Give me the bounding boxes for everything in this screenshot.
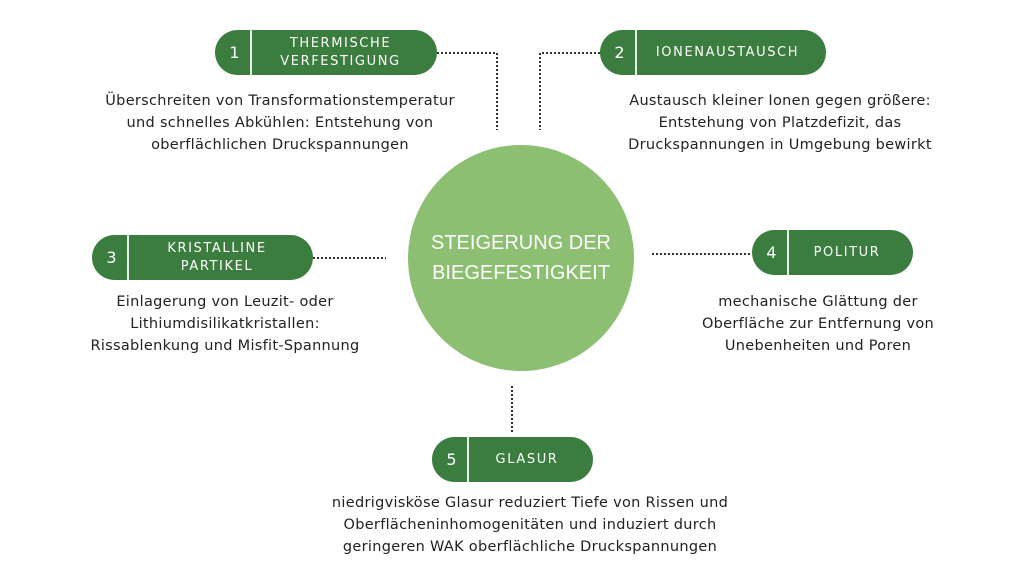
item-label-group: POLITUR	[789, 244, 913, 262]
item-number: 5	[432, 437, 469, 482]
center-title: STEIGERUNG DER BIEGEFESTIGKEIT	[431, 228, 611, 288]
item-number: 2	[600, 30, 637, 75]
desc-line: niedrigvisköse Glasur reduziert Tiefe vo…	[331, 495, 729, 511]
item-label: PARTIKEL	[180, 258, 254, 274]
desc-line: mechanische Glättung der	[718, 294, 918, 310]
item-description-5: niedrigvisköse Glasur reduziert Tiefe vo…	[332, 492, 728, 558]
item-number: 3	[92, 235, 129, 280]
item-label: VERFESTIGUNG	[280, 53, 401, 69]
item-number: 4	[752, 230, 789, 275]
desc-line: Lithiumdisilikatkristallen:	[130, 316, 320, 332]
pill-politur: 4 POLITUR	[752, 230, 913, 275]
desc-line: Entstehung von Platzdefizit, das	[658, 115, 902, 131]
item-label-group: KRISTALLINE PARTIKEL	[129, 240, 313, 276]
center-title-line1: STEIGERUNG DER	[430, 232, 612, 254]
desc-line: Oberfläche zur Entfernung von	[701, 316, 935, 332]
pill-kristalline-partikel: 3 KRISTALLINE PARTIKEL	[92, 235, 313, 280]
desc-line: Austausch kleiner Ionen gegen größere:	[629, 93, 931, 109]
item-label: KRISTALLINE	[167, 240, 267, 256]
desc-line: Überschreiten von Transformationstempera…	[105, 93, 455, 109]
pill-thermische-verfestigung: 1 THERMISCHE VERFESTIGUNG	[215, 30, 437, 75]
item-description-4: mechanische Glättung der Oberfläche zur …	[702, 291, 934, 357]
item-label: IONENAUSTAUSCH	[655, 44, 800, 60]
center-title-line2: BIEGEFESTIGKEIT	[432, 262, 610, 284]
item-number: 1	[215, 30, 252, 75]
item-label: POLITUR	[813, 244, 881, 260]
item-label-group: IONENAUSTAUSCH	[637, 44, 826, 62]
item-description-3: Einlagerung von Leuzit- oder Lithiumdisi…	[90, 291, 359, 357]
item-label-group: GLASUR	[469, 451, 593, 469]
desc-line: oberflächlichen Druckspannungen	[151, 137, 409, 153]
item-label-group: THERMISCHE VERFESTIGUNG	[252, 35, 437, 71]
item-label: THERMISCHE	[289, 35, 392, 51]
desc-line: und schnelles Abkühlen: Entstehung von	[126, 115, 434, 131]
item-label: GLASUR	[495, 451, 559, 467]
item-description-2: Austausch kleiner Ionen gegen größere: E…	[628, 90, 932, 156]
center-circle: STEIGERUNG DER BIEGEFESTIGKEIT	[408, 145, 634, 371]
pill-ionenaustausch: 2 IONENAUSTAUSCH	[600, 30, 826, 75]
desc-line: geringeren WAK oberflächliche Druckspann…	[342, 539, 718, 555]
desc-line: Oberflächeninhomogenitäten und induziert…	[343, 517, 717, 533]
pill-glasur: 5 GLASUR	[432, 437, 593, 482]
connector-2	[539, 52, 600, 130]
desc-line: Unebenheiten und Poren	[724, 338, 912, 354]
desc-line: Rissablenkung und Misfit-Spannung	[90, 338, 360, 354]
desc-line: Einlagerung von Leuzit- oder	[116, 294, 334, 310]
connector-1	[437, 52, 498, 130]
item-description-1: Überschreiten von Transformationstempera…	[105, 90, 454, 156]
desc-line: Druckspannungen in Umgebung bewirkt	[628, 137, 932, 153]
